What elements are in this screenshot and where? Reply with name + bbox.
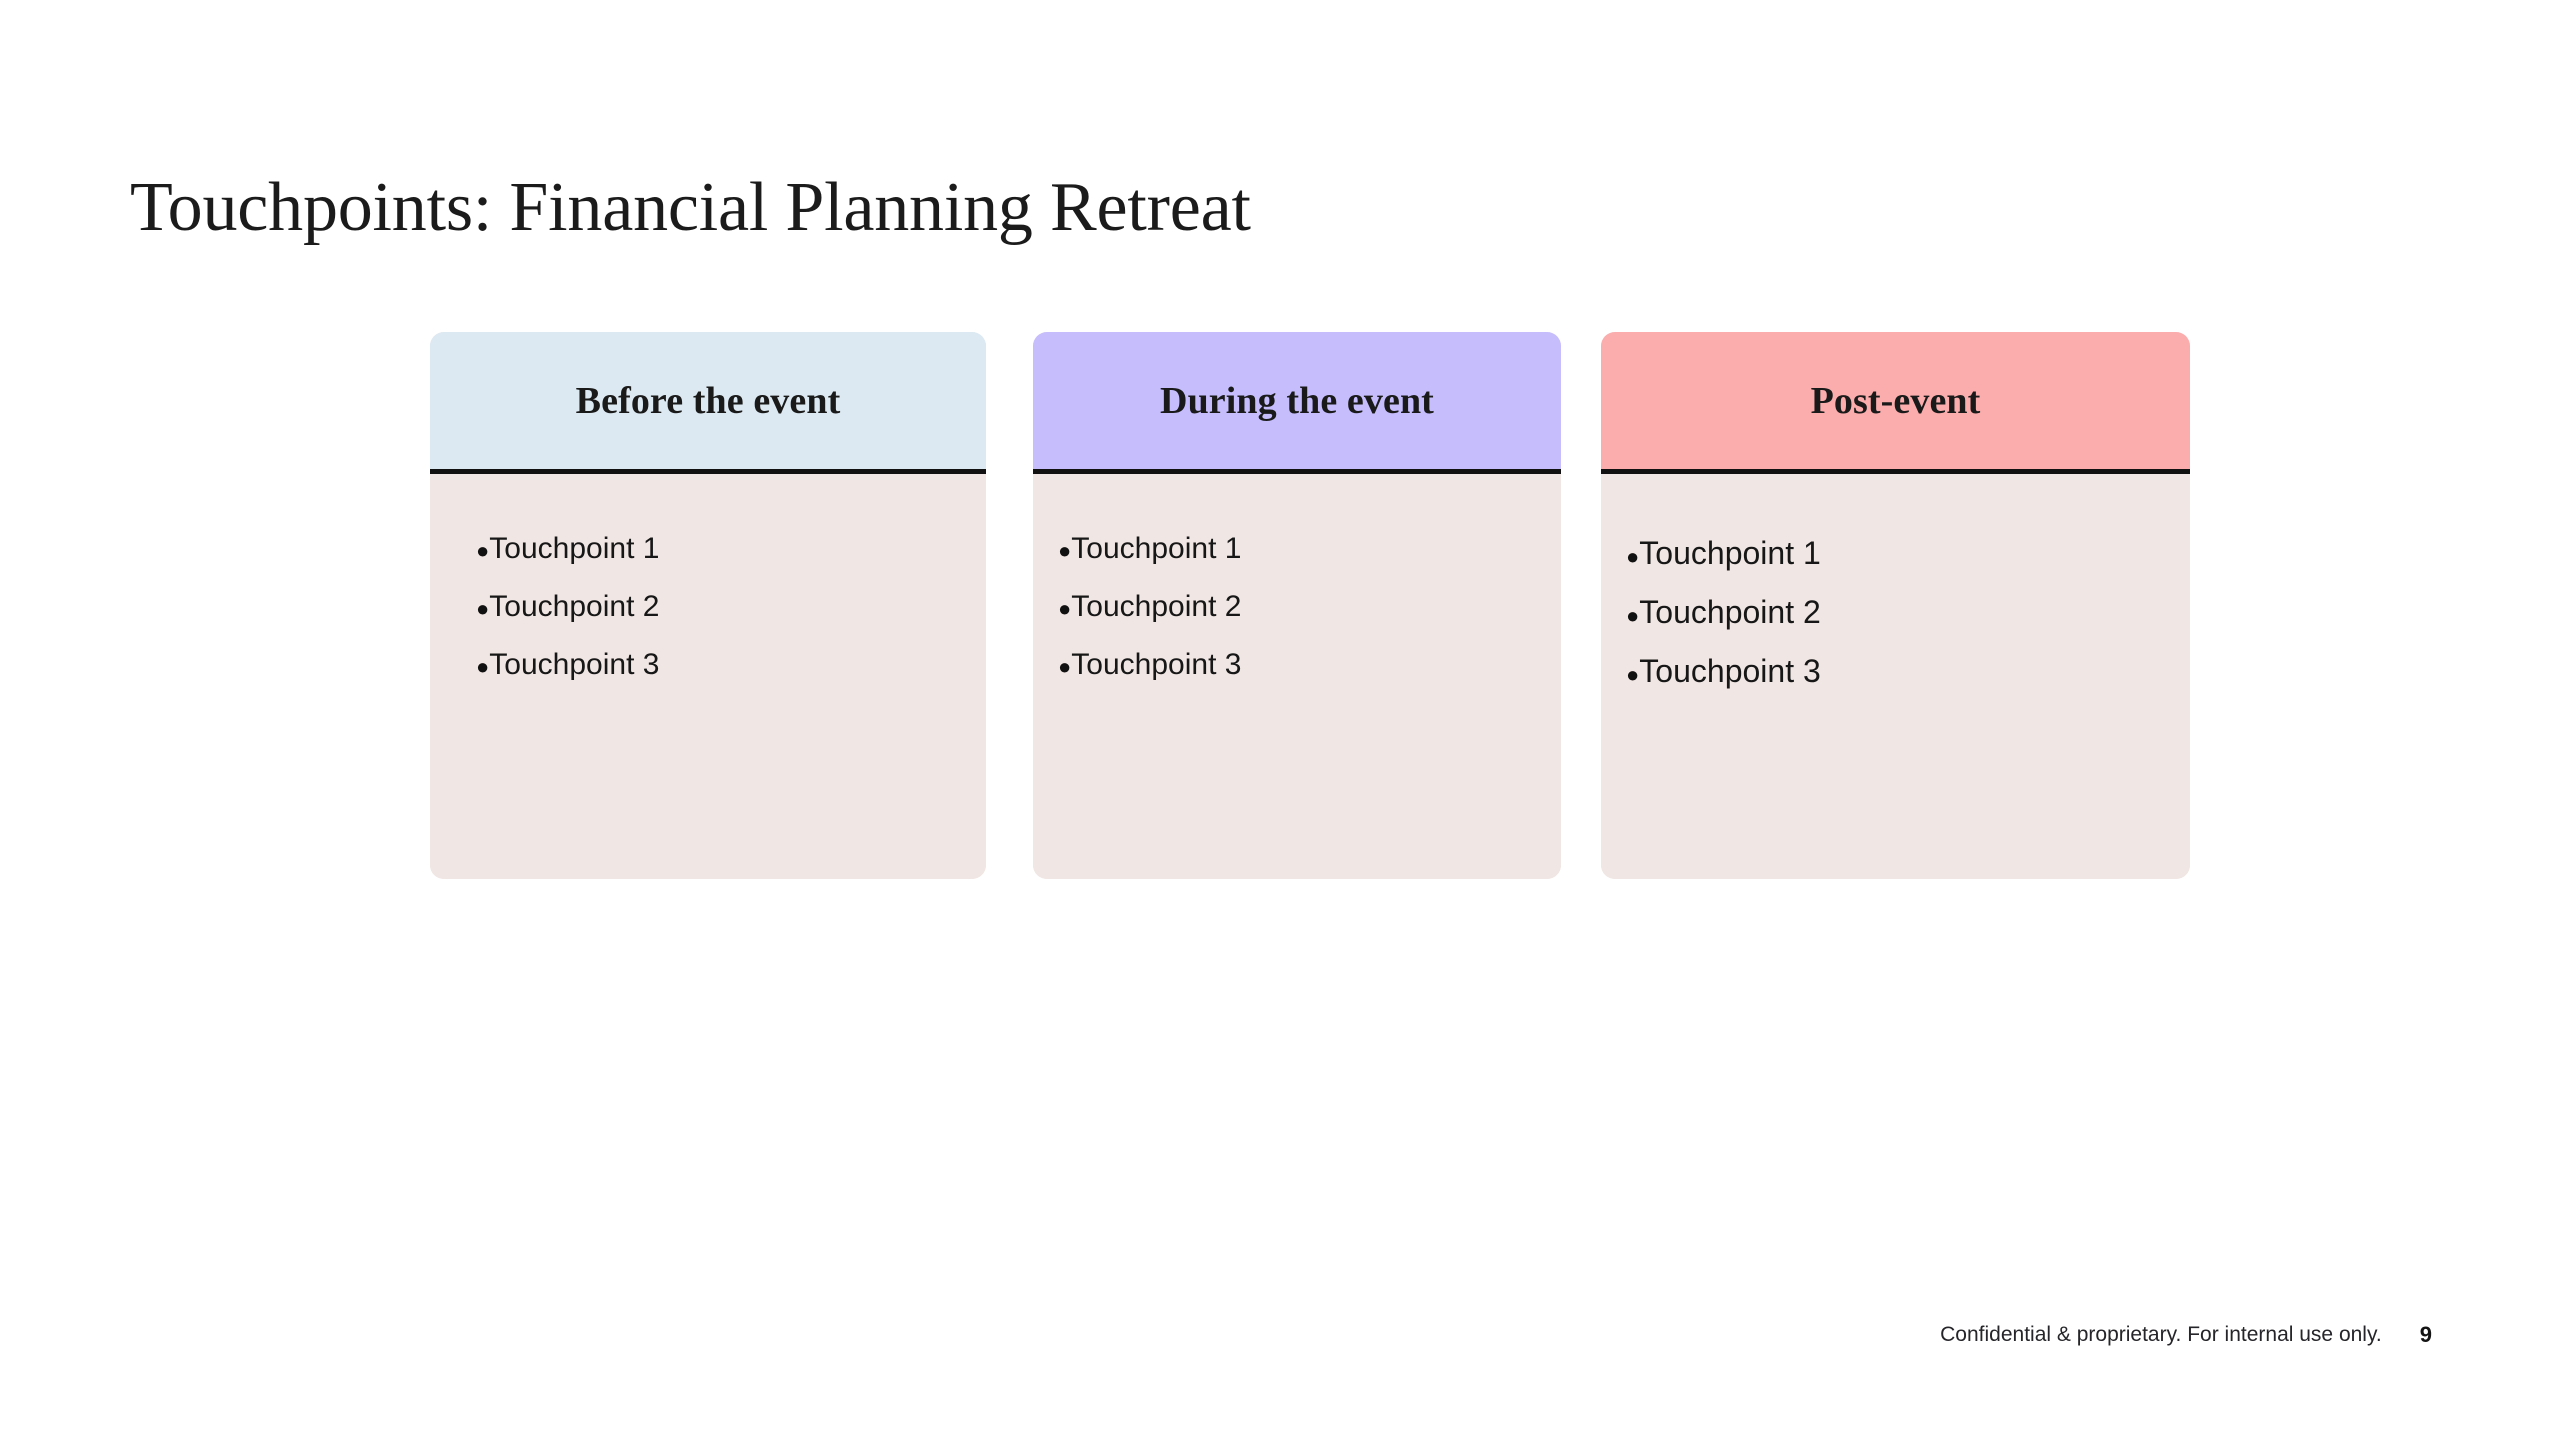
bullet-icon: ● [1626,603,1640,628]
list-item[interactable]: ● Touchpoint 3 [1058,636,1561,694]
card-header-before-the-event: Before the event [430,332,986,474]
list-item[interactable]: ● Touchpoint 1 [1058,520,1561,578]
list-item-label: Touchpoint 3 [1639,653,1821,689]
list-item[interactable]: ● Touchpoint 1 [476,520,986,578]
bullet-icon: ● [1058,654,1072,679]
card-header-label: During the event [1160,379,1434,422]
touchpoint-list: ● Touchpoint 1 ● Touchpoint 2 ● Touchpoi… [1058,520,1561,694]
list-item[interactable]: ● Touchpoint 2 [1058,578,1561,636]
list-item-label: Touchpoint 1 [489,532,660,565]
touchpoint-card-post-event[interactable]: Post-event ● Touchpoint 1 ● Touchpoint 2… [1601,332,2190,879]
list-item-label: Touchpoint 2 [489,590,660,623]
touchpoint-list: ● Touchpoint 1 ● Touchpoint 2 ● Touchpoi… [476,520,986,694]
touchpoint-card-row: Before the event ● Touchpoint 1 ● Touchp… [430,332,2190,879]
card-header-label: Post-event [1810,379,1981,422]
list-item[interactable]: ● Touchpoint 2 [1626,583,2190,642]
list-item[interactable]: ● Touchpoint 3 [1626,642,2190,701]
touchpoint-list: ● Touchpoint 1 ● Touchpoint 2 ● Touchpoi… [1626,524,2190,701]
confidentiality-note: Confidential & proprietary. For internal… [1940,1323,2382,1346]
bullet-icon: ● [476,654,490,679]
bullet-icon: ● [1626,544,1640,569]
bullet-icon: ● [1626,662,1640,687]
list-item[interactable]: ● Touchpoint 2 [476,578,986,636]
list-item[interactable]: ● Touchpoint 1 [1626,524,2190,583]
list-item-label: Touchpoint 1 [1071,532,1242,565]
card-body-before-the-event: ● Touchpoint 1 ● Touchpoint 2 ● Touchpoi… [430,474,986,879]
list-item-label: Touchpoint 3 [1071,648,1242,681]
list-item-label: Touchpoint 1 [1639,535,1821,571]
page-number: 9 [2419,1322,2432,1347]
list-item-label: Touchpoint 3 [489,648,660,681]
card-header-during-the-event: During the event [1033,332,1561,474]
bullet-icon: ● [476,596,490,621]
card-body-during-the-event: ● Touchpoint 1 ● Touchpoint 2 ● Touchpoi… [1033,474,1561,879]
bullet-icon: ● [1058,538,1072,563]
bullet-icon: ● [1058,596,1072,621]
card-body-post-event: ● Touchpoint 1 ● Touchpoint 2 ● Touchpoi… [1601,474,2190,879]
list-item-label: Touchpoint 2 [1071,590,1242,623]
slide-footer: Confidential & proprietary. For internal… [1940,1322,2432,1348]
list-item[interactable]: ● Touchpoint 3 [476,636,986,694]
card-header-label: Before the event [575,379,841,422]
list-item-label: Touchpoint 2 [1639,594,1821,630]
card-header-post-event: Post-event [1601,332,2190,474]
page-title: Touchpoints: Financial Planning Retreat [130,168,1251,246]
bullet-icon: ● [476,538,490,563]
touchpoint-card-during-the-event[interactable]: During the event ● Touchpoint 1 ● Touchp… [1033,332,1561,879]
touchpoint-card-before-the-event[interactable]: Before the event ● Touchpoint 1 ● Touchp… [430,332,986,879]
